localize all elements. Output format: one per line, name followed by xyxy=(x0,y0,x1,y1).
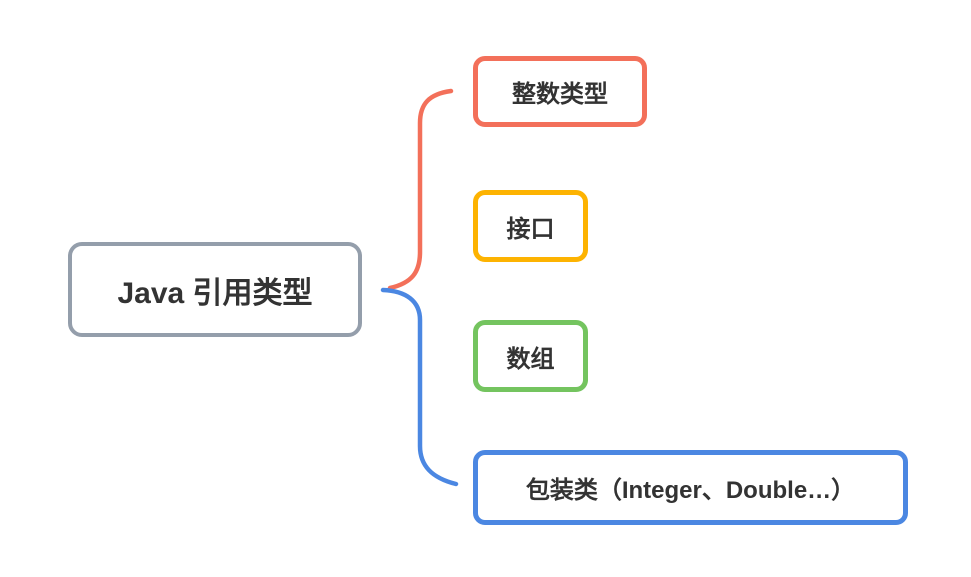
child-node-wrapper-class: 包装类（Integer、Double…） xyxy=(473,450,908,525)
child-node-label: 包装类（Integer、Double…） xyxy=(525,477,856,504)
child-node-array: 数组 xyxy=(473,320,588,392)
child-node-label: 接口 xyxy=(506,215,555,243)
child-node-label: 数组 xyxy=(506,345,555,373)
connector-root-to-wrapper-class xyxy=(380,287,459,487)
child-node-label: 整数类型 xyxy=(512,81,608,108)
connector-root-to-integer-type xyxy=(387,88,454,291)
root-node-label: Java 引用类型 xyxy=(117,276,313,310)
root-node-java-reference-types: Java 引用类型 xyxy=(68,242,362,337)
child-node-integer-type: 整数类型 xyxy=(473,56,647,127)
child-node-interface: 接口 xyxy=(473,190,588,262)
